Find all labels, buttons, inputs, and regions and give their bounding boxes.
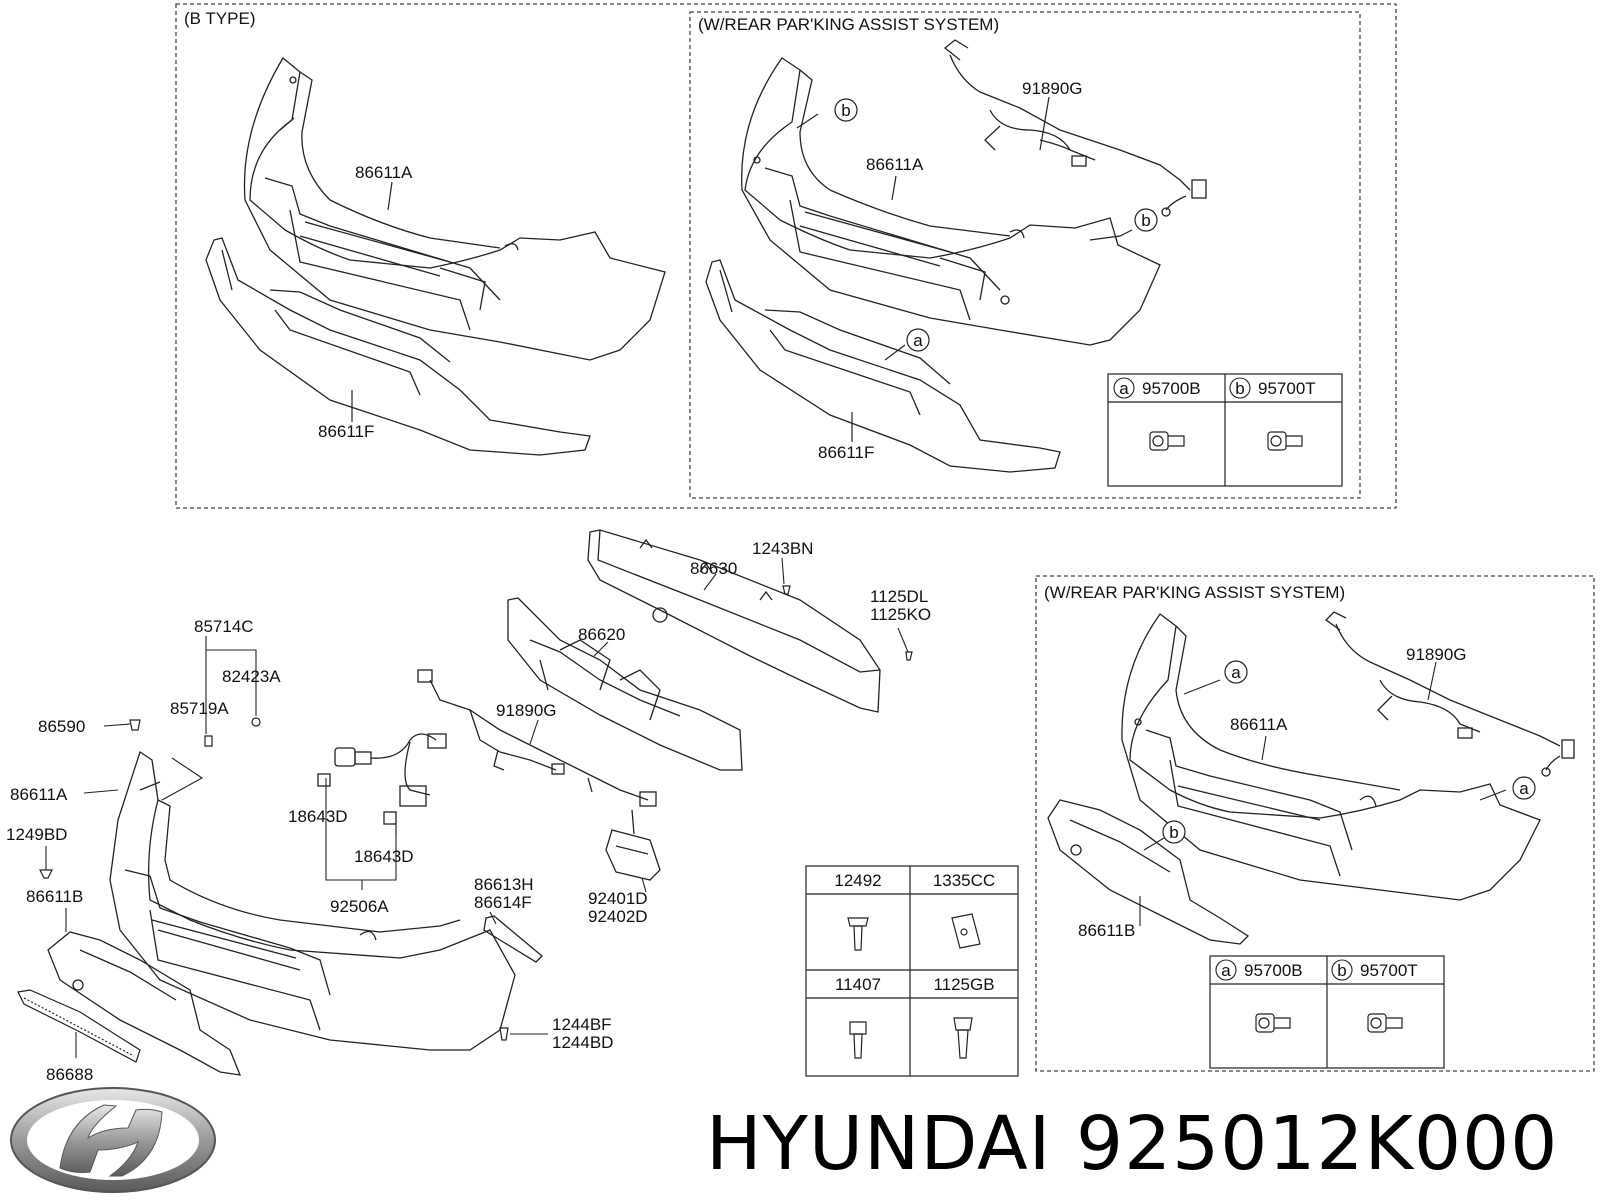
svg-text:b: b (1169, 823, 1178, 842)
section-rpas-top-box (689, 11, 1361, 499)
svg-text:b: b (1235, 379, 1244, 398)
label-92506a: 92506A (330, 897, 389, 916)
fastener-table-c4: 1125GB (933, 975, 994, 994)
label-85714c: 85714C (194, 617, 254, 636)
fastener-table-c1: 12492 (834, 871, 881, 890)
section-title-rpas-bottom: (W/REAR PAR'KING ASSIST SYSTEM) (1044, 583, 1345, 602)
svg-text:a: a (1119, 379, 1129, 398)
energy-absorber-drawing (507, 597, 743, 771)
main-fasteners-drawing (39, 585, 913, 1041)
label-86611f-b-type: 86611F (318, 422, 374, 441)
sensor-table-top: a 95700B b 95700T (1107, 373, 1343, 487)
fastener-table-c3: 11407 (835, 975, 881, 994)
label-86611a-rpas-top: 86611A (866, 155, 924, 174)
label-86611b-main: 86611B (26, 887, 83, 906)
callout-a-rpas-bottom-2: a (1512, 776, 1536, 800)
label-1244bd: 1244BD (552, 1033, 613, 1052)
callout-b-rpas-top-2: b (1134, 208, 1158, 232)
label-86611f-rpas-top: 86611F (818, 443, 874, 462)
svg-text:b: b (1337, 961, 1346, 980)
sensor-bracket-drawing (317, 733, 447, 825)
callout-b-rpas-top-1: b (834, 98, 858, 122)
label-86613h: 86613H (474, 875, 534, 894)
label-86611a-b-type: 86611A (355, 163, 413, 182)
label-91890g-rpas-top: 91890G (1022, 79, 1083, 98)
label-1249bd: 1249BD (6, 825, 67, 844)
label-86688: 86688 (46, 1065, 93, 1084)
callout-b-rpas-bottom: b (1162, 820, 1186, 844)
rpas-top-harness-drawing (943, 39, 1207, 217)
main-leaders (45, 557, 909, 1058)
label-82423a: 82423A (222, 667, 281, 686)
rpas-bottom-bumper-cover-drawing (1121, 613, 1541, 901)
sensor-table-top-b-part: 95700T (1258, 379, 1316, 398)
sensor-table-bottom: a 95700B b 95700T (1209, 955, 1445, 1069)
main-harness-drawing (417, 669, 657, 807)
rpas-bottom-leaders (1139, 661, 1507, 926)
section-rpas-bottom-box (1035, 575, 1595, 1072)
b-type-leaders (351, 181, 393, 422)
callout-a-rpas-top: a (906, 328, 930, 352)
label-18643d-1: 18643D (288, 807, 348, 826)
label-91890g-rpas-bottom: 91890G (1406, 645, 1467, 664)
rpas-top-bumper-cover-drawing (741, 57, 1161, 346)
svg-text:b: b (841, 101, 850, 120)
label-1244bf: 1244BF (552, 1015, 612, 1034)
b-type-lower-valance-drawing (205, 237, 591, 456)
section-b-type-box (175, 3, 1397, 509)
rpas-top-leaders (796, 96, 1133, 442)
label-91890g-main: 91890G (496, 701, 557, 720)
label-86614f: 86614F (474, 893, 532, 912)
hyundai-logo (10, 1087, 216, 1193)
rpas-top-lower-valance-drawing (705, 259, 1061, 473)
main-bumper-cover-drawing (109, 750, 516, 1051)
label-86620: 86620 (578, 625, 625, 644)
side-bracket-drawing (483, 915, 543, 963)
label-1125dl: 1125DL (870, 587, 928, 606)
rpas-bottom-harness-drawing (1324, 611, 1575, 777)
label-86630: 86630 (690, 559, 737, 578)
label-85719a: 85719A (170, 699, 229, 718)
label-18643d-2: 18643D (354, 847, 414, 866)
b-type-bumper-cover-drawing (243, 57, 666, 361)
reinforcement-beam-drawing (587, 529, 881, 713)
callout-a-rpas-bottom-1: a (1224, 660, 1248, 684)
svg-text:b: b (1141, 211, 1150, 230)
fastener-table-c2: 1335CC (933, 871, 995, 890)
label-86611a-rpas-bottom: 86611A (1230, 715, 1288, 734)
label-1125ko: 1125KO (870, 605, 931, 624)
svg-text:a: a (1231, 663, 1241, 682)
label-1243bn: 1243BN (752, 539, 813, 558)
sensor-table-bottom-a-part: 95700B (1244, 961, 1303, 980)
rpas-bottom-lower-valance-drawing (1047, 799, 1250, 945)
section-title-b-type: (B TYPE) (184, 9, 255, 28)
main-lower-valance-drawing (47, 931, 242, 1076)
label-92402d: 92402D (588, 907, 648, 926)
label-92401d: 92401D (588, 889, 648, 908)
sensor-table-top-a-part: 95700B (1142, 379, 1201, 398)
main-grille-drawing (17, 989, 141, 1063)
label-86590: 86590 (38, 717, 85, 736)
brand-part-number-caption: HYUNDAI 925012K000 (706, 1101, 1559, 1187)
label-86611b-rpas-bottom: 86611B (1078, 921, 1135, 940)
section-title-rpas-top: (W/REAR PAR'KING ASSIST SYSTEM) (698, 15, 999, 34)
svg-text:a: a (913, 331, 923, 350)
label-86611a-main: 86611A (10, 785, 68, 804)
fastener-table: 12492 1335CC 11407 1125GB (805, 865, 1019, 1077)
reflector-lamp-drawing (605, 809, 661, 881)
svg-text:a: a (1519, 779, 1529, 798)
sensor-table-bottom-b-part: 95700T (1360, 961, 1418, 980)
svg-text:a: a (1221, 961, 1231, 980)
